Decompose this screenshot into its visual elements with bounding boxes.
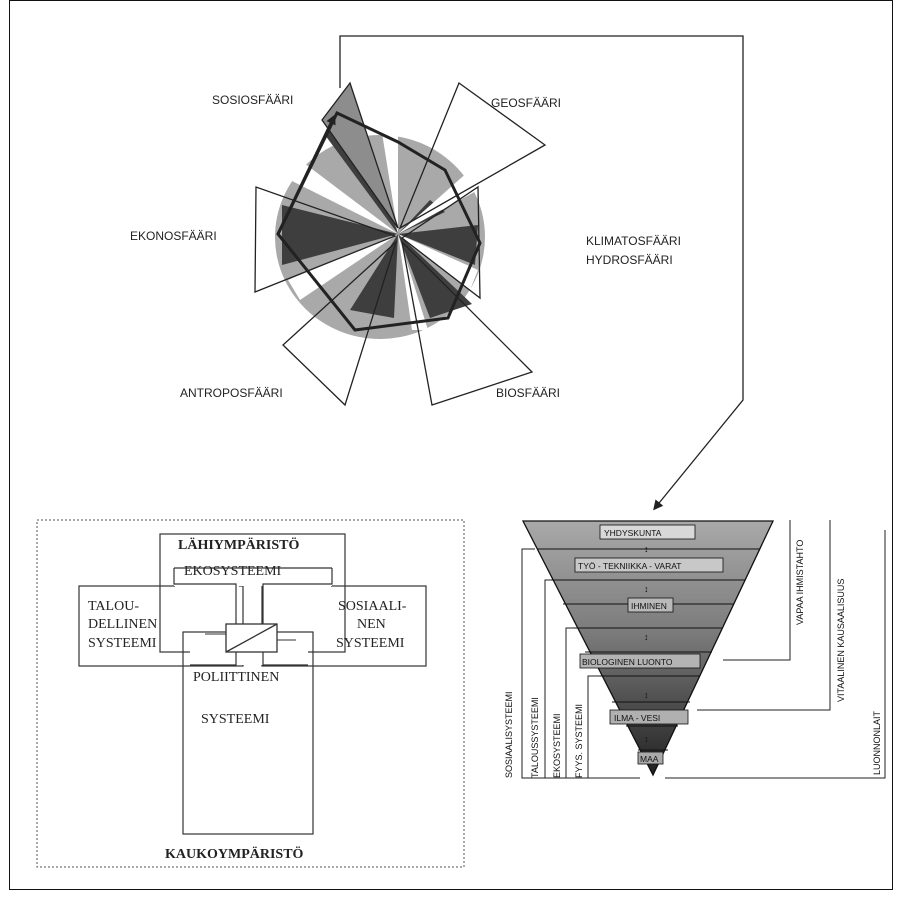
environment-dotted-frame: [36, 519, 465, 868]
outer-frame: [9, 0, 893, 890]
label-ekosysteemi: EKOSYSTEEMI: [184, 564, 282, 579]
arrow-4: ↕: [644, 690, 649, 700]
label-sosiaali-2: NEN: [357, 617, 386, 632]
geo-triangle: [398, 81, 547, 230]
label-ekonosfaari: EKONOSFÄÄRI: [130, 229, 217, 243]
label-lahiymparisto: LÄHIYMPÄRISTÖ: [178, 536, 299, 553]
label-taloussysteemi: TALOUSSYSTEEMI: [530, 697, 540, 778]
label-poliittinen-systeemi: SYSTEEMI: [201, 712, 270, 727]
pyramid-body: [521, 520, 775, 777]
ekono-triangle: [254, 186, 397, 293]
label-sosiaalisysteemi: SOSIAALISYSTEEMI: [504, 691, 514, 778]
label-antroposfaari: ANTROPOSFÄÄRI: [180, 386, 283, 400]
environment-diagram: [36, 519, 465, 868]
label-sosiaali-1: SOSIAALI-: [338, 599, 407, 614]
label-biosfaari: BIOSFÄÄRI: [496, 386, 560, 400]
label-talous-3: SYSTEEMI: [88, 636, 157, 651]
level-ihminen: IHMINEN: [631, 601, 667, 611]
label-ekosysteemi-vertical: EKOSYSTEEMI: [552, 713, 562, 778]
label-klimatosfaari: KLIMATOSFÄÄRI: [586, 234, 681, 248]
level-tyo: TYÖ - TEKNIIKKA - VARAT: [578, 561, 681, 571]
system-pyramid: [521, 520, 775, 777]
arrow-3: ↕: [644, 632, 649, 642]
connector-line: [339, 35, 744, 511]
label-poliittinen: POLIITTINEN: [193, 670, 279, 685]
left-system-brackets: [521, 548, 640, 779]
heptagon-outline: [276, 111, 482, 332]
level-yhdyskunta: YHDYSKUNTA: [604, 528, 662, 538]
white-sectors: [288, 118, 478, 330]
label-vitaalinen-kausaalisuus: VITAALINEN KAUSAALISUUS: [836, 579, 846, 702]
label-kaukoymparisto: KAUKOYMPÄRISTÖ: [165, 845, 304, 862]
label-sosiaali-3: SYSTEEMI: [336, 636, 405, 651]
level-maa: MAA: [640, 754, 659, 764]
label-fyys-systeemi: FYYS. SYSTEEMI: [574, 704, 584, 778]
label-vapaa-ihmistahto: VAPAA IHMISTAHTO: [795, 540, 805, 625]
sphere-star: [254, 81, 547, 407]
label-geosfaari: GEOSFÄÄRI: [491, 96, 561, 110]
inner-arrow: [276, 114, 336, 235]
arrow-1: ↕: [644, 544, 649, 554]
level-biologinen: BIOLOGINEN LUONTO: [582, 657, 673, 667]
level-ilma-vesi: ILMA - VESI: [614, 713, 660, 723]
label-talous-2: DELLINEN: [88, 617, 157, 632]
right-system-brackets: [665, 520, 886, 779]
label-talous-1: TALOU-: [88, 599, 139, 614]
antropo-triangle: [282, 239, 398, 407]
label-hydrosfaari: HYDROSFÄÄRI: [586, 253, 673, 267]
sosio-triangle: [321, 81, 399, 229]
arrow-5: ↕: [644, 734, 649, 744]
arrow-2: ↕: [644, 584, 649, 594]
label-luonnonlait: LUONNONLAIT: [872, 710, 882, 775]
label-sosiosfaari: SOSIOSFÄÄRI: [212, 93, 293, 107]
